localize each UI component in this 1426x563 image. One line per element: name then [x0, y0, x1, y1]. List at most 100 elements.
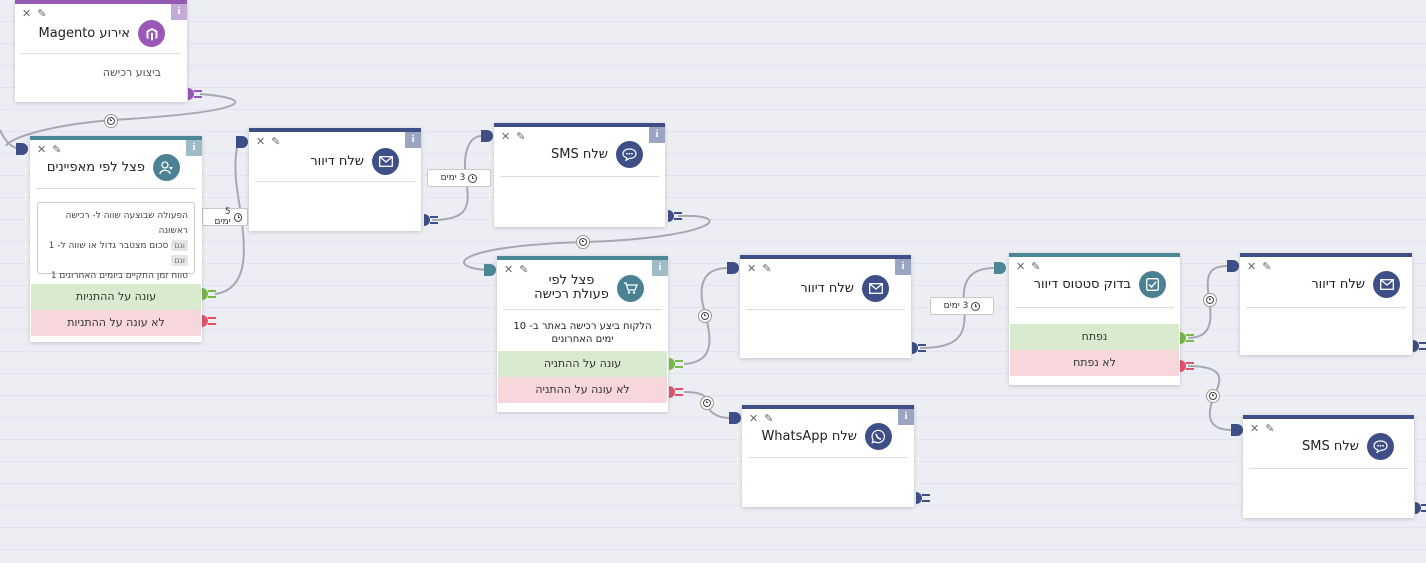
node-title: פצל לפי מאפיינים: [46, 160, 145, 175]
close-icon[interactable]: ✕: [1016, 260, 1026, 273]
divider: [255, 181, 415, 182]
no-branch[interactable]: לא עונה על ההתניה: [498, 377, 667, 403]
yes-branch[interactable]: נפתח: [1010, 324, 1179, 350]
node-title: פצל לפי פעולת רכישה: [534, 273, 609, 302]
edit-icon[interactable]: ✎: [1262, 260, 1272, 273]
envelope-icon: [372, 148, 399, 175]
close-icon[interactable]: ✕: [501, 130, 511, 143]
clock-icon: [703, 399, 711, 407]
envelope-icon: [862, 275, 889, 302]
clock-icon: [701, 312, 709, 320]
send-whatsapp-node[interactable]: ✕ ✎ i שלח WhatsApp: [742, 405, 914, 507]
clock-icon: [468, 173, 478, 183]
envelope-icon: [1373, 271, 1400, 298]
close-icon[interactable]: ✕: [1247, 260, 1257, 273]
user-split-icon: [153, 154, 180, 181]
condition-line: הפעולה שבוצעה שווה ל- רכישה ראשונה: [65, 211, 188, 236]
no-branch[interactable]: לא עונה על ההתניות: [31, 310, 201, 336]
clock-icon: [579, 238, 587, 246]
split-by-purchase-node[interactable]: ✕ ✎ i פצל לפי פעולת רכישה הלקוח ביצע רכיש…: [497, 256, 668, 412]
node-title: שלח דיוור: [1311, 277, 1365, 292]
wait-dot[interactable]: [576, 235, 590, 249]
delay-label[interactable]: 3 ימים: [427, 169, 491, 187]
chat-bubble-icon: [616, 141, 643, 168]
edit-icon[interactable]: ✎: [37, 7, 47, 20]
close-icon[interactable]: ✕: [747, 262, 757, 275]
send-email-node[interactable]: ✕ ✎ i שלח דיוור: [249, 128, 421, 231]
cart-icon: [617, 274, 644, 302]
wait-dot[interactable]: [1206, 389, 1220, 403]
node-title: שלח WhatsApp: [761, 429, 857, 444]
edit-icon[interactable]: ✎: [519, 263, 529, 276]
conditions-box: הפעולה שבוצעה שווה ל- רכישה ראשונה וגם ס…: [37, 202, 195, 281]
send-sms-node[interactable]: ✕ ✎ שלח SMS: [1243, 415, 1414, 518]
and-badge: וגם: [171, 255, 188, 266]
close-icon[interactable]: ✕: [1250, 422, 1260, 435]
event-subtitle: ביצוע רכישה: [102, 66, 161, 79]
divider: [36, 188, 196, 189]
no-branch[interactable]: לא נפתח: [1010, 350, 1179, 376]
node-title: בדוק סטטוס דיוור: [1033, 277, 1131, 292]
edit-icon[interactable]: ✎: [516, 130, 526, 143]
yes-branch[interactable]: עונה על ההתניות: [31, 284, 201, 310]
edit-icon[interactable]: ✎: [762, 262, 772, 275]
yes-branch[interactable]: עונה על ההתניה: [498, 351, 667, 377]
info-icon[interactable]: i: [652, 260, 668, 276]
info-icon[interactable]: i: [405, 132, 421, 148]
node-title: שלח SMS: [551, 147, 608, 162]
magento-event-node[interactable]: ✕ ✎ i אירוע Magento ביצוע רכישה: [15, 0, 187, 102]
input-plugs: [16, 130, 1243, 436]
send-sms-node[interactable]: ✕ ✎ i שלח SMS: [494, 123, 665, 227]
split-by-attributes-node[interactable]: ✕ ✎ i פצל לפי מאפיינים הפעולה שבוצעה שווה…: [30, 136, 202, 342]
condition-line: סכום מצטבר גדול או שווה ל- 1: [48, 241, 169, 251]
info-icon[interactable]: i: [649, 127, 665, 143]
node-title: שלח דיוור: [310, 154, 364, 169]
info-icon[interactable]: i: [186, 140, 202, 156]
close-icon[interactable]: ✕: [749, 412, 759, 425]
divider: [746, 309, 905, 310]
node-title: אירוע Magento: [38, 26, 130, 41]
edit-icon[interactable]: ✎: [52, 143, 62, 156]
condition-text: הלקוח ביצע רכישה באתר ב- 10 ימים האחרוני…: [513, 321, 652, 345]
close-icon[interactable]: ✕: [22, 7, 32, 20]
send-email-node[interactable]: ✕ ✎ i שלח דיוור: [740, 255, 911, 358]
edit-icon[interactable]: ✎: [1031, 260, 1041, 273]
info-icon[interactable]: i: [171, 4, 187, 20]
edit-icon[interactable]: ✎: [1265, 422, 1275, 435]
wait-dot[interactable]: [1203, 293, 1217, 307]
check-email-status-node[interactable]: ✕ ✎ בדוק סטטוס דיוור נפתח לא נפתח: [1009, 253, 1180, 385]
delay-text: 3 ימים: [440, 173, 466, 183]
divider: [1249, 468, 1408, 469]
delay-label[interactable]: 3 ימים: [930, 297, 994, 315]
send-email-node[interactable]: ✕ ✎ שלח דיוור: [1240, 253, 1412, 355]
info-icon[interactable]: i: [898, 409, 914, 425]
divider: [503, 309, 662, 310]
edit-icon[interactable]: ✎: [764, 412, 774, 425]
chat-bubble-icon: [1367, 433, 1394, 460]
divider: [1015, 307, 1174, 308]
clock-icon: [233, 212, 242, 222]
node-title: שלח SMS: [1302, 439, 1359, 454]
whatsapp-icon: [865, 423, 892, 450]
checkbox-icon: [1139, 271, 1166, 298]
delay-text: 5 ימים: [214, 207, 231, 227]
wait-dot[interactable]: [700, 396, 714, 410]
clock-icon: [1206, 296, 1214, 304]
wait-dot[interactable]: [698, 309, 712, 323]
clock-icon: [107, 117, 115, 125]
node-title: שלח דיוור: [800, 281, 854, 296]
output-plugs: [188, 88, 1426, 514]
close-icon[interactable]: ✕: [256, 135, 266, 148]
magento-icon: [138, 20, 165, 47]
close-icon[interactable]: ✕: [37, 143, 47, 156]
edit-icon[interactable]: ✎: [271, 135, 281, 148]
delay-label[interactable]: 5 ימים: [202, 207, 248, 227]
info-icon[interactable]: i: [895, 259, 911, 275]
close-icon[interactable]: ✕: [504, 263, 514, 276]
wait-dot[interactable]: [104, 114, 118, 128]
delay-text: 3 ימים: [943, 301, 969, 311]
divider: [21, 53, 181, 54]
condition-line: טווח זמן התקיים ביומים האחרונים 1: [50, 271, 188, 281]
divider: [500, 176, 659, 177]
